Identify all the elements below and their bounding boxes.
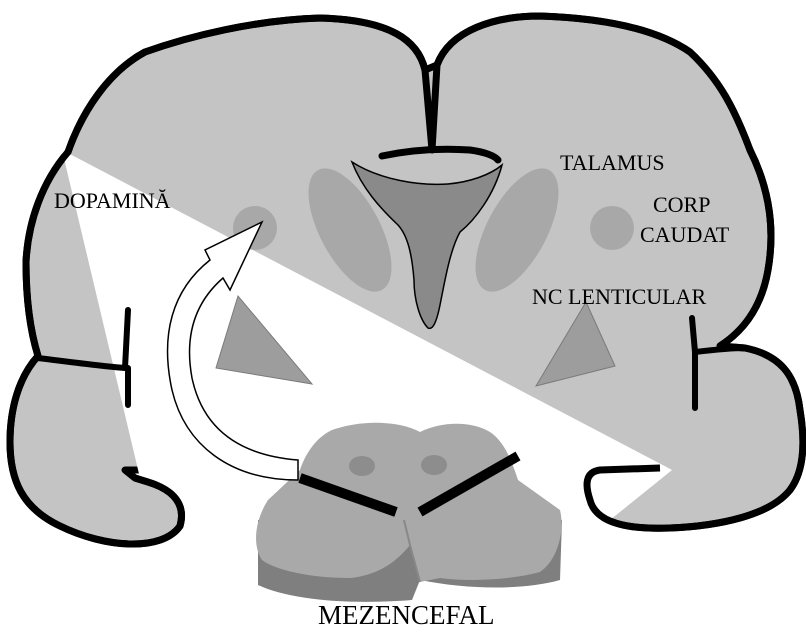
left-substantia-nigra <box>349 456 375 476</box>
corp-label: CORP <box>653 194 710 216</box>
right-substantia-nigra <box>421 455 447 475</box>
caudat-label: CAUDAT <box>640 224 729 246</box>
mezencefal-label: MEZENCEFAL <box>318 602 495 629</box>
nc-lenticular-label: NC LENTICULAR <box>532 286 706 308</box>
thalamus-label: TALAMUS <box>560 152 665 174</box>
dopamine-label: DOPAMINĂ <box>54 190 171 212</box>
right-caudate-nucleus <box>590 206 634 250</box>
